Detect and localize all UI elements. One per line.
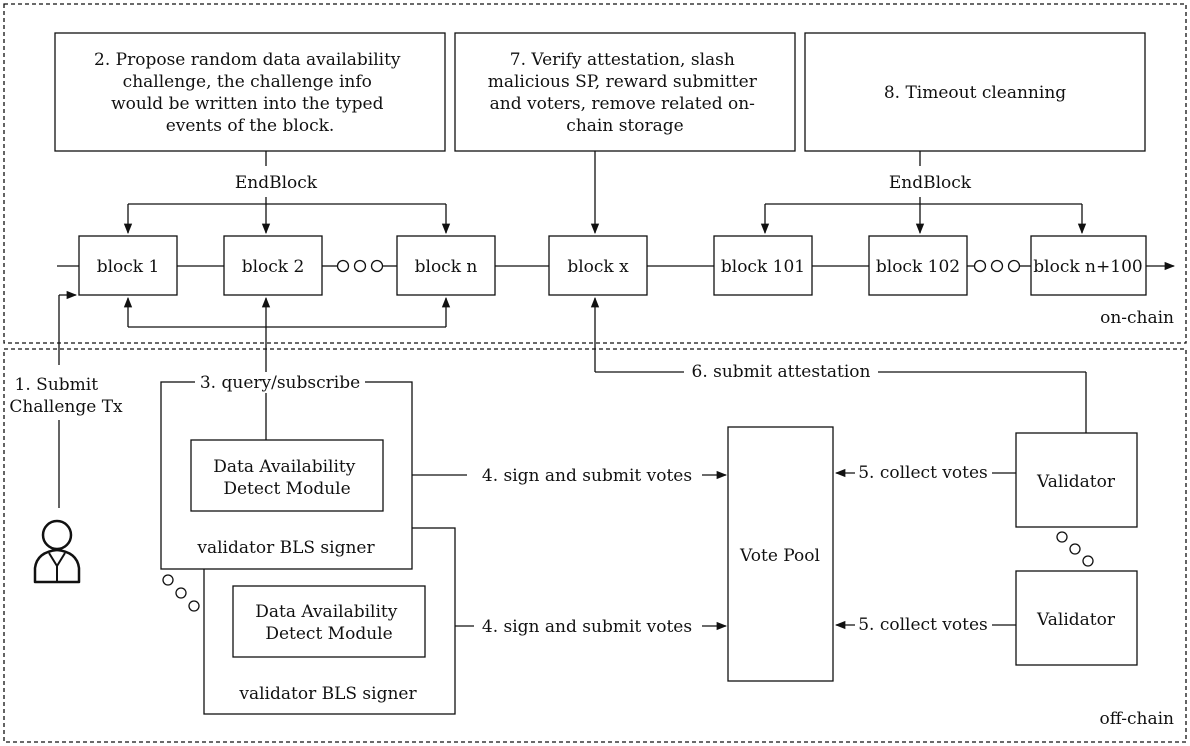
bls-signer-label-1: validator BLS signer xyxy=(196,538,375,558)
step-2-text: 2. Propose random data availability chal… xyxy=(94,50,406,136)
block-n xyxy=(396,235,496,296)
block-101 xyxy=(713,235,813,296)
detect-module-box-1 xyxy=(190,439,384,512)
block-1-label: block 1 xyxy=(97,257,160,277)
validator-box-2 xyxy=(1015,570,1138,666)
block-x-label: block x xyxy=(567,257,629,277)
query-label-bg xyxy=(195,372,365,392)
step-6-label: 6. submit attestation xyxy=(692,362,871,382)
block-n-plus-100 xyxy=(1030,235,1147,296)
step-5-label-2: 5. collect votes xyxy=(858,615,988,635)
validator-label-1: Validator xyxy=(1036,472,1116,492)
validator-label-2: Validator xyxy=(1036,610,1116,630)
block-n-label: block n xyxy=(415,257,478,277)
endblock-left-label: EndBlock xyxy=(235,173,318,193)
detect-module-box-2 xyxy=(232,585,426,658)
ellipsis-icon xyxy=(336,259,384,273)
block-x xyxy=(548,235,648,296)
detect-module-text-2: Data Availability Detect Module xyxy=(255,602,403,644)
step-3-label: 3. query/subscribe xyxy=(200,373,360,393)
user-icon xyxy=(33,519,81,584)
offchain-label: off-chain xyxy=(1100,709,1174,729)
step-4-label-2: 4. sign and submit votes xyxy=(482,617,692,637)
vote-pool-box xyxy=(727,426,834,682)
ellipsis-icon xyxy=(1056,531,1094,567)
step-8-text: 8. Timeout cleanning xyxy=(884,83,1066,103)
step-4-label-1: 4. sign and submit votes xyxy=(482,466,692,486)
step-1-label: 1. Submit Challenge Tx xyxy=(9,375,123,417)
block-101-label: block 101 xyxy=(721,257,805,277)
ellipsis-icon xyxy=(973,259,1021,273)
step-7-box xyxy=(454,32,796,152)
onchain-label: on-chain xyxy=(1100,308,1174,328)
block-102 xyxy=(868,235,968,296)
step-5-label-1: 5. collect votes xyxy=(858,463,988,483)
step-8-box xyxy=(804,32,1146,152)
detect-module-text-1: Data Availability Detect Module xyxy=(213,457,361,499)
endblock-right-label: EndBlock xyxy=(889,173,972,193)
block-1 xyxy=(78,235,178,296)
block-102-label: block 102 xyxy=(876,257,960,277)
onchain-region xyxy=(3,3,1187,344)
block-2 xyxy=(223,235,323,296)
step-2-box xyxy=(54,32,446,152)
step-7-text: 7. Verify attestation, slash malicious S… xyxy=(488,50,763,136)
vote-pool-label: Vote Pool xyxy=(739,546,820,566)
ellipsis-icon xyxy=(162,574,200,612)
block-2-label: block 2 xyxy=(242,257,305,277)
block-n-plus-100-label: block n+100 xyxy=(1033,257,1142,277)
validator-box-1 xyxy=(1015,432,1138,528)
bls-signer-label-2: validator BLS signer xyxy=(238,684,417,704)
